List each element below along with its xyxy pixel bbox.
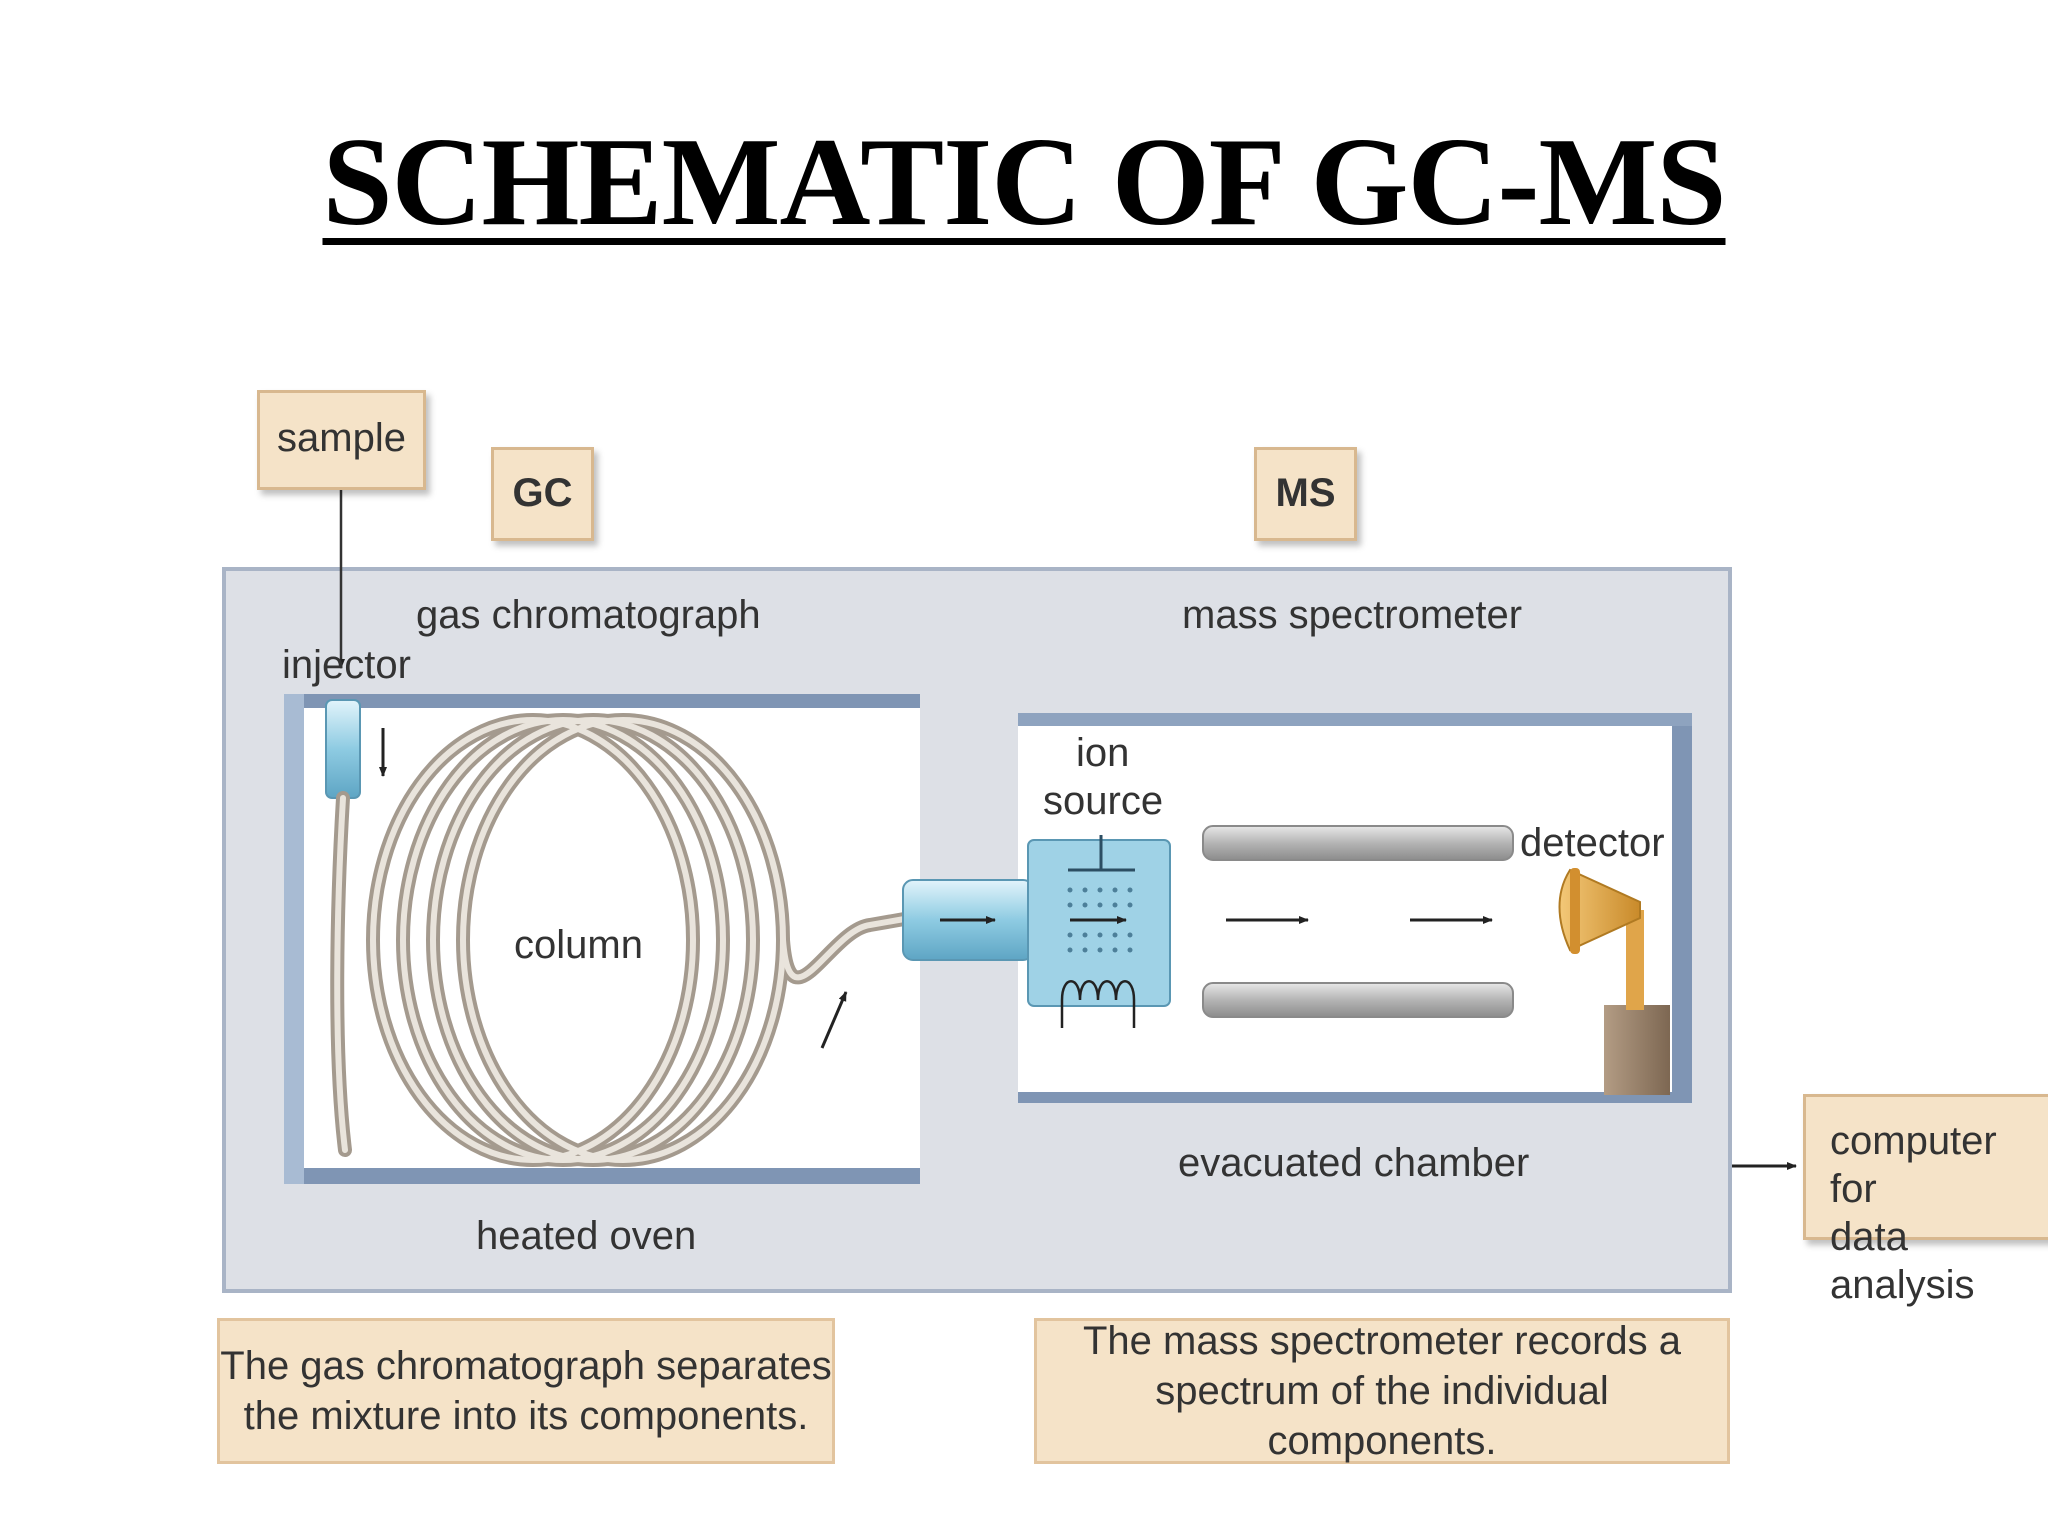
detector: [1558, 868, 1670, 1095]
ms-tag: MS: [1254, 447, 1357, 541]
mass-spectrometer-label: mass spectrometer: [1182, 593, 1523, 637]
sample-tag: sample: [257, 390, 426, 490]
ion-source: [902, 835, 1171, 1028]
detector-label: detector: [1520, 821, 1665, 865]
gc-caption-line2: the mixture into its components.: [243, 1394, 809, 1438]
heated-oven-label: heated oven: [476, 1214, 697, 1258]
gc-caption-line1: The gas chromatograph separates: [220, 1344, 832, 1388]
column-flow-arrow: [820, 991, 848, 1049]
computer-tag: computer for data analysis: [1803, 1094, 2048, 1307]
gc-caption: The gas chromatograph separates the mixt…: [217, 1318, 835, 1464]
column-coil: [330, 713, 917, 1167]
computer-tag-line2: data analysis: [1830, 1215, 1975, 1307]
heated-oven-box: [284, 694, 920, 1184]
ms-caption: The mass spectrometer records a spectrum…: [1034, 1318, 1730, 1464]
gc-tag: GC: [491, 447, 594, 541]
page-title: SCHEMATIC OF GC-MS: [322, 113, 1726, 252]
computer-tag-line1: computer for: [1830, 1119, 1997, 1211]
source-label: source: [1043, 779, 1164, 823]
analyzer-rod-bottom: [1202, 982, 1514, 1018]
ion-label: ion: [1076, 731, 1130, 775]
injector-label: injector: [282, 643, 411, 687]
gas-chromatograph-label: gas chromatograph: [416, 593, 761, 637]
ms-caption-line1: The mass spectrometer records a: [1083, 1319, 1681, 1363]
ms-caption-line2: spectrum of the individual components.: [1155, 1369, 1609, 1463]
evacuated-chamber-label: evacuated chamber: [1178, 1141, 1530, 1185]
analyzer-rod-top: [1202, 825, 1514, 861]
column-label: column: [514, 923, 643, 967]
